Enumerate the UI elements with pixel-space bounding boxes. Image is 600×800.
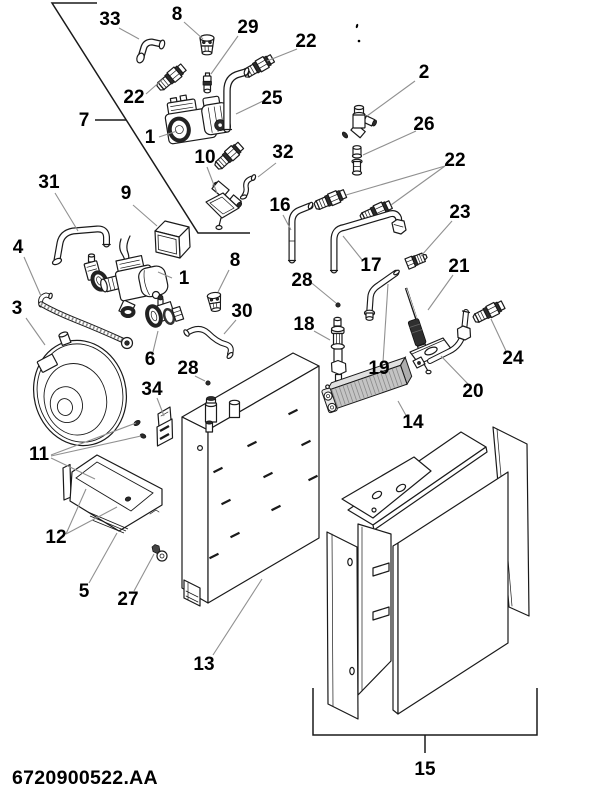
part-32-elbow (239, 174, 257, 200)
callout-17: 17 (360, 255, 381, 276)
part-23-fitting (404, 252, 428, 270)
part-15-panels (326, 426, 530, 720)
small-screw-marks (355, 23, 361, 43)
callout-8: 8 (230, 250, 241, 271)
callout-3: 3 (12, 298, 23, 319)
callout-27: 27 (117, 589, 138, 610)
callout-31: 31 (38, 172, 60, 193)
callout-1: 1 (179, 268, 190, 289)
callout-30: 30 (231, 301, 252, 322)
callout-5: 5 (79, 581, 90, 602)
callout-4: 4 (13, 237, 24, 258)
callout-9: 9 (121, 183, 132, 204)
callout-28: 28 (177, 358, 198, 379)
part-28-screw-left (205, 380, 211, 386)
part-number: 6720900522.AA (12, 767, 158, 789)
callout-24: 24 (502, 348, 524, 369)
callout-6: 6 (145, 349, 156, 370)
callout-13: 13 (193, 654, 214, 675)
part-13-box (181, 352, 320, 607)
part-10-union (212, 140, 246, 173)
part-31-pipe (51, 225, 111, 266)
part-16-pipe (287, 201, 314, 264)
part-9-transformer (154, 220, 191, 259)
callout-14: 14 (402, 412, 424, 433)
callout-21: 21 (448, 256, 470, 277)
part-25-pipe (221, 67, 250, 133)
callout-34: 34 (141, 379, 163, 400)
part-19-pipe (363, 269, 400, 321)
callout-23: 23 (449, 202, 470, 223)
callout-1: 1 (145, 127, 156, 148)
callout-11: 11 (29, 444, 50, 465)
part-10-valve (205, 180, 243, 231)
callout-26: 26 (413, 114, 434, 135)
part-17-pipe (329, 210, 407, 274)
part-22-coupling-a (154, 61, 189, 94)
callout-29: 29 (237, 17, 258, 38)
part-22-coupling-b (240, 52, 277, 81)
callout-12: 12 (45, 527, 66, 548)
part-18-valve-assembly (330, 316, 347, 385)
callout-22: 22 (444, 150, 465, 171)
callout-22: 22 (123, 87, 144, 108)
part-8-cap-mid (206, 291, 224, 313)
part-34-bracket (156, 406, 174, 447)
part-29-fitting (202, 72, 212, 94)
part-24-fitting (470, 298, 507, 326)
callout-8: 8 (172, 4, 183, 25)
part-28-screw-right (335, 302, 341, 308)
part-1-pump-mid (100, 235, 169, 318)
part-33-elbow-fitting (136, 38, 166, 64)
callout-22: 22 (295, 31, 316, 52)
part-26-fitting (351, 145, 363, 176)
callout-7: 7 (79, 110, 90, 131)
callout-10: 10 (194, 147, 215, 168)
part-30-hose (183, 326, 234, 360)
callout-18: 18 (293, 314, 314, 335)
part-2-valve (341, 104, 377, 139)
callout-2: 2 (419, 62, 430, 83)
part-14-heat-exchanger (321, 356, 413, 414)
callout-20: 20 (462, 381, 483, 402)
group-bracket-15 (312, 688, 538, 753)
part-3-expansion-vessel (32, 331, 128, 447)
callout-28: 28 (291, 270, 312, 291)
part-5-tray (62, 454, 163, 534)
callout-19: 19 (368, 358, 389, 379)
callout-16: 16 (269, 195, 290, 216)
part-6-valve (145, 294, 185, 328)
part-1-pump-top (164, 94, 231, 145)
part-22-coupling-c (312, 187, 348, 213)
part-4-flex-hose (38, 292, 134, 350)
leader-lines (23, 21, 507, 656)
callout-25: 25 (261, 88, 283, 109)
part-20-pipe-bracket (409, 309, 472, 375)
callout-15: 15 (414, 759, 436, 780)
group-bracket-7 (50, 2, 250, 234)
part-27-screw (151, 544, 168, 562)
callout-32: 32 (272, 142, 293, 163)
callout-33: 33 (99, 9, 120, 30)
